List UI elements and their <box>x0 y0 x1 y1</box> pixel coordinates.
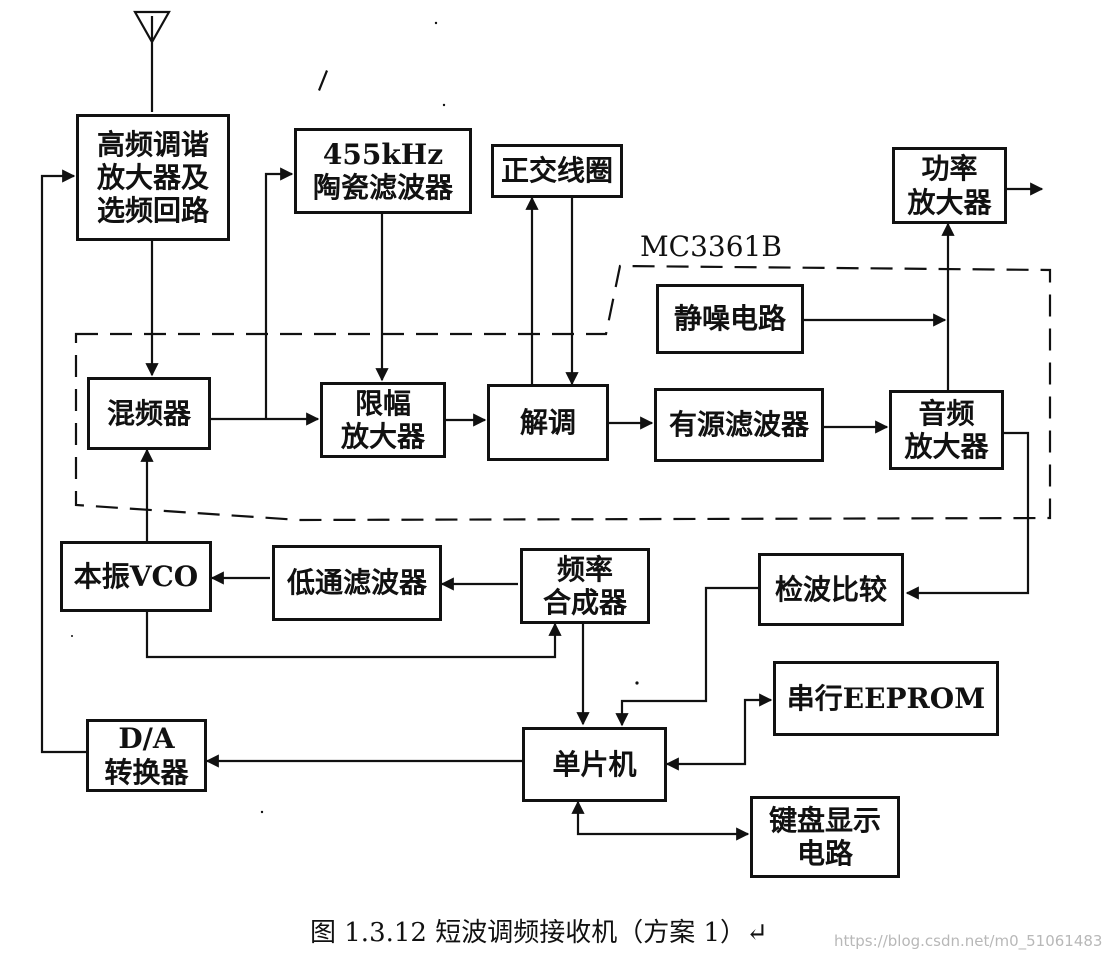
block-label: 限幅放大器 <box>341 387 425 453</box>
active-filter-block: 有源滤波器 <box>654 388 824 462</box>
quadrature-coil-block: 正交线圈 <box>491 144 623 198</box>
chip-label: MC3361B <box>640 230 782 263</box>
block-label: 静噪电路 <box>674 302 786 335</box>
antenna-icon <box>133 10 171 112</box>
block-label-line: 单片机 <box>552 747 637 781</box>
block-label-line: 混频器 <box>106 396 191 430</box>
block-label: 低通滤波器 <box>287 566 427 599</box>
block-label-line: 正交线圈 <box>500 154 613 188</box>
wire-audio-to-detect <box>905 431 1030 600</box>
mixer-block: 混频器 <box>87 377 211 450</box>
block-label: 混频器 <box>107 397 191 430</box>
wire-vco-to-synth <box>145 612 562 659</box>
block-label: 检波比较 <box>775 573 887 606</box>
block-label-line: 高频调谐 <box>96 127 209 161</box>
block-label-line: D/A <box>118 722 175 756</box>
block-label-line: 有源滤波器 <box>668 408 809 442</box>
block-label-line: 功率 <box>921 152 978 186</box>
block-label: 频率合成器 <box>543 553 627 619</box>
block-label: 键盘显示电路 <box>769 804 881 870</box>
block-label-line: 陶瓷滤波器 <box>312 171 453 204</box>
local-oscillator-vco-block: 本振VCO <box>60 541 212 612</box>
watermark: https://blog.csdn.net/m0_51061483 <box>834 932 1102 950</box>
figure-caption: 图 1.3.12 短波调频接收机（方案 1）↵ <box>310 918 768 948</box>
block-label-line: 放大器及 <box>96 160 209 194</box>
chip-boundary <box>74 264 1052 522</box>
audio-amplifier-block: 音频放大器 <box>889 390 1004 470</box>
block-label: 解调 <box>520 406 576 439</box>
block-label-line: 键盘显示 <box>768 803 881 837</box>
rf-tuned-amplifier-block: 高频调谐放大器及选频回路 <box>76 114 230 241</box>
demodulator-block: 解调 <box>487 384 609 461</box>
block-label-line: 转换器 <box>104 755 189 789</box>
block-label: 正交线圈 <box>501 154 613 187</box>
block-label: 高频调谐放大器及选频回路 <box>97 128 209 227</box>
wire-mixer-to-ceramic <box>264 167 294 419</box>
block-label-line: 音频 <box>918 396 975 430</box>
block-label: 有源滤波器 <box>669 408 809 441</box>
wire-dac-to-rf <box>40 169 86 754</box>
block-label: 音频放大器 <box>904 397 988 463</box>
block-label-line: 选频回路 <box>96 194 209 228</box>
scan-specks <box>71 21 639 814</box>
block-label-line: 放大器 <box>340 420 425 453</box>
block-label-line: 检波比较 <box>774 572 887 606</box>
wire-mcu-eeprom <box>665 693 773 771</box>
block-label: 功率放大器 <box>907 152 991 218</box>
block-label: 串行EEPROM <box>787 682 985 715</box>
detect-compare-block: 检波比较 <box>758 553 904 626</box>
block-label-line: 电路 <box>796 837 853 870</box>
block-label: 本振VCO <box>74 560 198 593</box>
wire-mcu-keypad <box>571 800 750 841</box>
block-label-line: 本振VCO <box>73 559 199 593</box>
block-label-line: 放大器 <box>907 185 992 219</box>
keypad-display-block: 键盘显示电路 <box>750 796 900 878</box>
block-label-line: 串行EEPROM <box>786 681 986 715</box>
microcontroller-block: 单片机 <box>522 727 667 802</box>
block-label-line: 合成器 <box>542 586 627 619</box>
frequency-synthesizer-block: 频率合成器 <box>520 548 650 624</box>
block-label-line: 限幅 <box>354 386 411 420</box>
block-label-line: 频率 <box>556 552 613 586</box>
block-label: 单片机 <box>552 748 636 781</box>
squelch-circuit-block: 静噪电路 <box>656 284 804 354</box>
limiter-amplifier-block: 限幅放大器 <box>320 382 446 458</box>
low-pass-filter-block: 低通滤波器 <box>272 545 442 621</box>
block-label-line: 455kHz <box>322 137 444 171</box>
serial-eeprom-block: 串行EEPROM <box>773 661 999 736</box>
power-amplifier-block: 功率放大器 <box>892 147 1007 224</box>
block-label-line: 低通滤波器 <box>286 566 427 600</box>
block-label-line: 解调 <box>519 405 576 439</box>
block-label-line: 放大器 <box>904 430 989 463</box>
block-label-line: 静噪电路 <box>673 302 786 336</box>
